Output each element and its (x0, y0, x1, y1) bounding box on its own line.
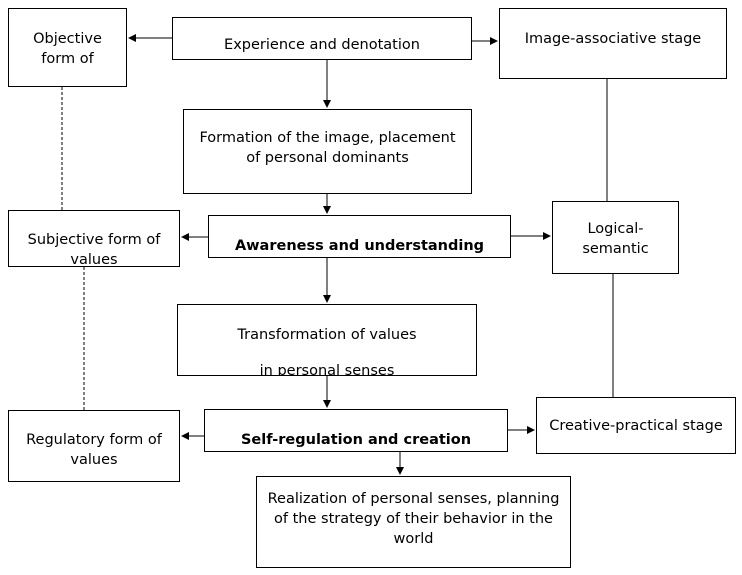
awareness-label: Awareness and understanding (234, 238, 485, 254)
logical-semantic-box: Logical- semantic (552, 201, 679, 274)
formation-line-2: of personal dominants (246, 150, 409, 166)
realization-line-2: of the strategy of their behavior in the (274, 511, 553, 527)
experience-box: Experience and denotation (172, 17, 472, 60)
objective-form-box: Objective form of (8, 8, 127, 87)
objective-form-line-2: form of (41, 51, 94, 67)
self-regulation-box: Self-regulation and creation (204, 409, 508, 452)
formation-line-1: Formation of the image, placement (199, 130, 456, 146)
transformation-line-2: in personal senses (259, 363, 395, 376)
creative-practical-box: Creative-practical stage (536, 397, 736, 454)
experience-label: Experience and denotation (224, 37, 420, 53)
objective-form-line-1: Objective (33, 31, 102, 47)
realization-line-1: Realization of personal senses, planning (267, 491, 560, 507)
logical-semantic-line-1: Logical- (587, 221, 644, 237)
realization-line-3: world (393, 531, 434, 547)
subjective-form-line-1: Subjective form of (27, 232, 161, 248)
regulatory-form-line-2: values (70, 452, 118, 468)
formation-box: Formation of the image, placement of per… (183, 109, 472, 194)
realization-box: Realization of personal senses, planning… (256, 476, 571, 568)
subjective-form-line-2: values (70, 252, 118, 267)
self-regulation-label: Self-regulation and creation (240, 432, 472, 448)
regulatory-form-line-1: Regulatory form of (26, 432, 162, 448)
transformation-box: Transformation of values in personal sen… (177, 304, 477, 376)
subjective-form-box: Subjective form of values (8, 210, 180, 267)
logical-semantic-line-2: semantic (582, 241, 649, 257)
image-associative-box: Image-associative stage (499, 8, 727, 79)
awareness-box: Awareness and understanding (208, 215, 511, 258)
creative-practical-label: Creative-practical stage (549, 418, 723, 434)
regulatory-form-box: Regulatory form of values (8, 410, 180, 482)
transformation-line-1: Transformation of values (237, 327, 417, 343)
image-associative-label: Image-associative stage (524, 31, 702, 47)
